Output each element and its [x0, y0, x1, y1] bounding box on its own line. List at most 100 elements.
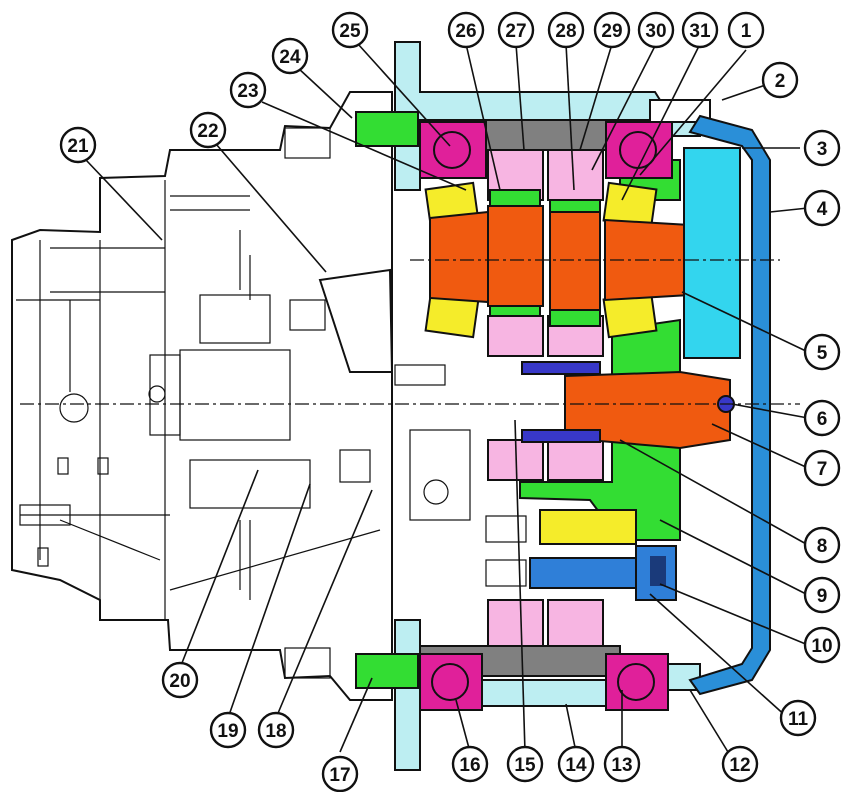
callout-number: 24 — [279, 47, 301, 68]
callout-number: 22 — [197, 121, 218, 142]
callout-number: 7 — [817, 459, 828, 480]
callout-9: 9 — [803, 576, 841, 614]
callout-11: 11 — [779, 699, 817, 737]
callout-10: 10 — [803, 626, 841, 664]
callout-circle — [506, 745, 544, 783]
callout-23: 23 — [229, 71, 267, 109]
housing-upper — [394, 41, 701, 191]
callout-number: 2 — [775, 71, 786, 92]
callout-number: 18 — [265, 721, 286, 742]
callout-circle — [803, 189, 841, 227]
callout-4: 4 — [803, 189, 841, 227]
callout-circle — [803, 626, 841, 664]
callout-circle — [557, 745, 595, 783]
callout-26: 26 — [447, 11, 485, 49]
callout-5: 5 — [803, 333, 841, 371]
callout-25: 25 — [331, 11, 369, 49]
callout-circle — [721, 745, 759, 783]
spacer-lower — [521, 429, 601, 443]
callout-19: 19 — [209, 711, 247, 749]
spacer-upper — [521, 361, 601, 375]
callout-circle — [803, 576, 841, 614]
callout-number: 12 — [729, 755, 750, 776]
callout-18: 18 — [257, 711, 295, 749]
callout-circle — [59, 126, 97, 164]
end-cover — [688, 114, 771, 696]
leader-lines — [85, 43, 809, 753]
callout-circle — [321, 755, 359, 792]
callout-6: 6 — [803, 399, 841, 437]
callout-circle — [803, 449, 841, 487]
callout-circle — [497, 11, 535, 49]
callout-12: 12 — [721, 745, 759, 783]
callout-circle — [637, 11, 675, 49]
callout-1: 1 — [727, 11, 765, 49]
callout-3: 3 — [803, 129, 841, 167]
callout-17: 17 — [321, 755, 359, 792]
callout-number: 10 — [811, 636, 832, 657]
callout-number: 3 — [817, 139, 828, 160]
roller-bearings — [424, 181, 658, 545]
callout-circle — [761, 61, 799, 99]
cap-bolt — [529, 545, 677, 601]
callout-circle — [803, 526, 841, 564]
callout-circle — [779, 699, 817, 737]
motor-body — [11, 91, 471, 701]
callout-28: 28 — [547, 11, 585, 49]
cyan-block — [683, 147, 741, 359]
callout-number: 11 — [788, 709, 809, 730]
callout-number: 1 — [741, 21, 752, 42]
callout-number: 16 — [459, 755, 480, 776]
callout-circle — [189, 111, 227, 149]
callout-circle — [593, 11, 631, 49]
callout-number: 13 — [611, 755, 632, 776]
callout-27: 27 — [497, 11, 535, 49]
callout-number: 30 — [645, 21, 666, 42]
callout-circle — [257, 711, 295, 749]
callout-circle — [681, 11, 719, 49]
callout-number: 28 — [555, 21, 576, 42]
callout-number: 31 — [689, 21, 711, 42]
callout-number: 25 — [339, 21, 361, 42]
callout-number: 6 — [817, 409, 828, 430]
callout-22: 22 — [189, 111, 227, 149]
callout-number: 26 — [455, 21, 476, 42]
callout-number: 17 — [329, 765, 350, 786]
callout-circle — [161, 661, 199, 699]
callout-number: 15 — [514, 755, 536, 776]
callout-circle — [331, 11, 369, 49]
callout-29: 29 — [593, 11, 631, 49]
callout-number: 23 — [237, 81, 258, 102]
callout-number: 9 — [817, 586, 828, 607]
ball-bearings — [419, 121, 673, 711]
callout-2: 2 — [761, 61, 799, 99]
callout-number: 21 — [67, 136, 89, 157]
yellow-pin — [539, 509, 637, 545]
callout-circle — [727, 11, 765, 49]
callout-circle — [803, 399, 841, 437]
callout-number: 4 — [817, 199, 828, 220]
callout-circle — [547, 11, 585, 49]
callout-30: 30 — [637, 11, 675, 49]
callout-15: 15 — [506, 745, 544, 783]
callout-circle — [271, 37, 309, 75]
callout-circle — [803, 129, 841, 167]
callout-circle — [447, 11, 485, 49]
callout-20: 20 — [161, 661, 199, 699]
callout-8: 8 — [803, 526, 841, 564]
callout-31: 31 — [681, 11, 719, 49]
callout-number: 19 — [217, 721, 238, 742]
callout-24: 24 — [271, 37, 309, 75]
callout-labels: 1234567891011121314151617181920212223242… — [59, 11, 841, 792]
callout-number: 27 — [505, 21, 526, 42]
callout-circle — [209, 711, 247, 749]
callout-circle — [603, 745, 641, 783]
callout-7: 7 — [803, 449, 841, 487]
callout-13: 13 — [603, 745, 641, 783]
callout-circle — [229, 71, 267, 109]
callout-number: 20 — [169, 671, 190, 692]
callout-16: 16 — [451, 745, 489, 783]
callout-number: 14 — [565, 755, 587, 776]
callout-14: 14 — [557, 745, 595, 783]
